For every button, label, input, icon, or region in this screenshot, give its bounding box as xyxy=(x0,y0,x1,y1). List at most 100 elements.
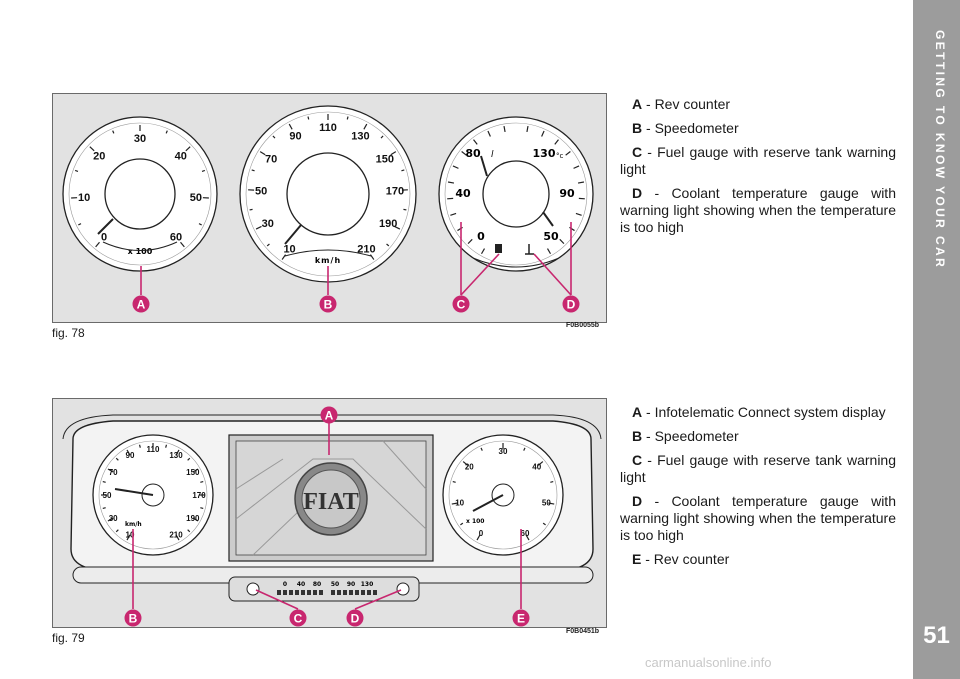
fuel-needle xyxy=(480,155,488,177)
callout-B-label: B xyxy=(324,298,333,312)
speedometer-79-tick xyxy=(165,444,168,448)
callout-B-label: B xyxy=(129,612,138,626)
speedometer-tick xyxy=(255,225,262,230)
rev-counter-tick-label: 10 xyxy=(78,192,90,204)
temp-tick xyxy=(565,151,571,156)
fuel-tick-label: 40 xyxy=(455,187,471,200)
fuel-tick xyxy=(473,139,478,145)
temp-tick-label: 130 xyxy=(533,147,556,160)
legend-item: A - Infotelematic Connect system display xyxy=(620,404,896,421)
temp-segment xyxy=(361,590,365,595)
temp-tick xyxy=(546,248,552,255)
callout-leader xyxy=(255,589,299,610)
speedometer-79-inner-ring xyxy=(98,440,208,550)
fuel-warning-light xyxy=(246,582,260,596)
temp-tick xyxy=(541,130,545,137)
temp-segment xyxy=(373,590,377,595)
speedometer-tick xyxy=(266,243,270,247)
fuel-pump-icon xyxy=(495,244,502,253)
legend-item: C - Fuel gauge with reserve tank warning… xyxy=(620,452,896,486)
rev-counter-79-tick xyxy=(462,461,469,466)
rev-counter-tick xyxy=(89,146,95,152)
callout-B-marker xyxy=(124,609,142,627)
callout-A-marker xyxy=(320,406,338,424)
legend-text: - Coolant temperature gauge with warning… xyxy=(620,185,896,235)
legend-letter: D xyxy=(632,185,643,201)
speedometer-tick xyxy=(307,116,310,120)
speedometer-79-tick xyxy=(187,457,191,461)
fuel-segment xyxy=(307,590,311,595)
temp-tick xyxy=(577,181,585,184)
rev-counter-tick xyxy=(74,169,79,172)
fuel-temp-arc xyxy=(472,257,560,268)
speedometer-79-tick-label: 110 xyxy=(147,445,160,454)
legend-item: D - Coolant temperature gauge with warni… xyxy=(620,185,896,236)
temp-segment xyxy=(349,590,353,595)
legend-text: - Coolant temperature gauge with warning… xyxy=(620,493,896,543)
speedometer-tick-label: 190 xyxy=(379,218,397,230)
temp-strip-label: 50 xyxy=(331,581,339,588)
temp-tick xyxy=(559,238,565,245)
temp-tick xyxy=(573,165,580,169)
fiat-logo-text: FIAT xyxy=(303,489,359,515)
temp-segment xyxy=(337,590,341,595)
callout-leader xyxy=(460,253,500,296)
dashboard-illustration: 1030507090110130150170190210km/hFIAT0102… xyxy=(62,406,602,627)
speedometer-79-tick xyxy=(107,468,114,473)
legend-letter: A xyxy=(632,96,643,112)
speedometer-tick xyxy=(251,169,255,172)
temp-strip-label: 90 xyxy=(347,581,355,588)
speedometer-79-tick-label: 190 xyxy=(186,514,200,523)
callout-leader xyxy=(354,589,402,610)
speedometer-tick xyxy=(288,123,293,130)
speedometer-tick xyxy=(390,151,397,156)
temp-tick-label: 50 xyxy=(543,230,559,243)
speedometer-tick-label: 210 xyxy=(357,244,375,256)
rev-counter-tick xyxy=(201,169,206,172)
temp-segment xyxy=(343,590,347,595)
rev-counter-tick xyxy=(198,223,202,226)
speedometer-arc xyxy=(284,249,372,257)
rev-counter-79-inner-ring xyxy=(448,440,558,550)
legend-fig-79: A - Infotelematic Connect system display… xyxy=(620,404,896,575)
callout-C-label: C xyxy=(294,612,303,626)
fuel-segment xyxy=(289,590,293,595)
legend-letter: C xyxy=(632,452,643,468)
speedometer-tick xyxy=(369,254,375,260)
legend-item: B - Speedometer xyxy=(620,120,896,137)
fuel-tick xyxy=(452,165,459,169)
rev-counter-79-tick xyxy=(548,502,555,505)
speedometer-79-tick xyxy=(115,457,119,461)
callout-D-label: D xyxy=(567,298,576,312)
fiat-logo-inner xyxy=(301,469,361,529)
speedometer-tick xyxy=(281,254,287,260)
fuel-temp-strip xyxy=(228,576,420,602)
rev-counter-79-tick-label: 60 xyxy=(521,529,530,538)
speedometer-79-tick xyxy=(107,517,114,522)
temp-warning-light xyxy=(396,582,410,596)
speedometer-79-tick-label: 170 xyxy=(192,491,206,500)
speedometer-tick xyxy=(346,116,349,120)
speedometer-79-tick xyxy=(192,517,199,522)
speedometer-tick xyxy=(259,151,266,156)
rev-counter-79-tick xyxy=(523,447,526,451)
rev-counter-tick-label: 60 xyxy=(170,232,182,244)
legend-letter: C xyxy=(632,144,643,160)
rev-counter-needle xyxy=(97,218,114,235)
temp-tick-label: 90 xyxy=(559,187,575,200)
callout-leader xyxy=(533,253,572,296)
speedometer-79-tick xyxy=(126,534,131,541)
rev-counter-79-tick xyxy=(537,461,544,466)
legend-letter: B xyxy=(632,120,643,136)
legend-item: D - Coolant temperature gauge with warni… xyxy=(620,493,896,544)
speedometer-tick-label: 170 xyxy=(386,185,404,197)
temp-needle xyxy=(542,211,554,227)
speedometer-tick xyxy=(249,208,253,211)
rev-counter-tick-label: 50 xyxy=(190,192,202,204)
callout-A-label: A xyxy=(137,298,146,312)
speedometer-tick xyxy=(386,243,390,247)
rev-counter-79-unit: x 100 xyxy=(466,518,484,525)
legend-item: B - Speedometer xyxy=(620,428,896,445)
temp-tick xyxy=(575,212,582,216)
